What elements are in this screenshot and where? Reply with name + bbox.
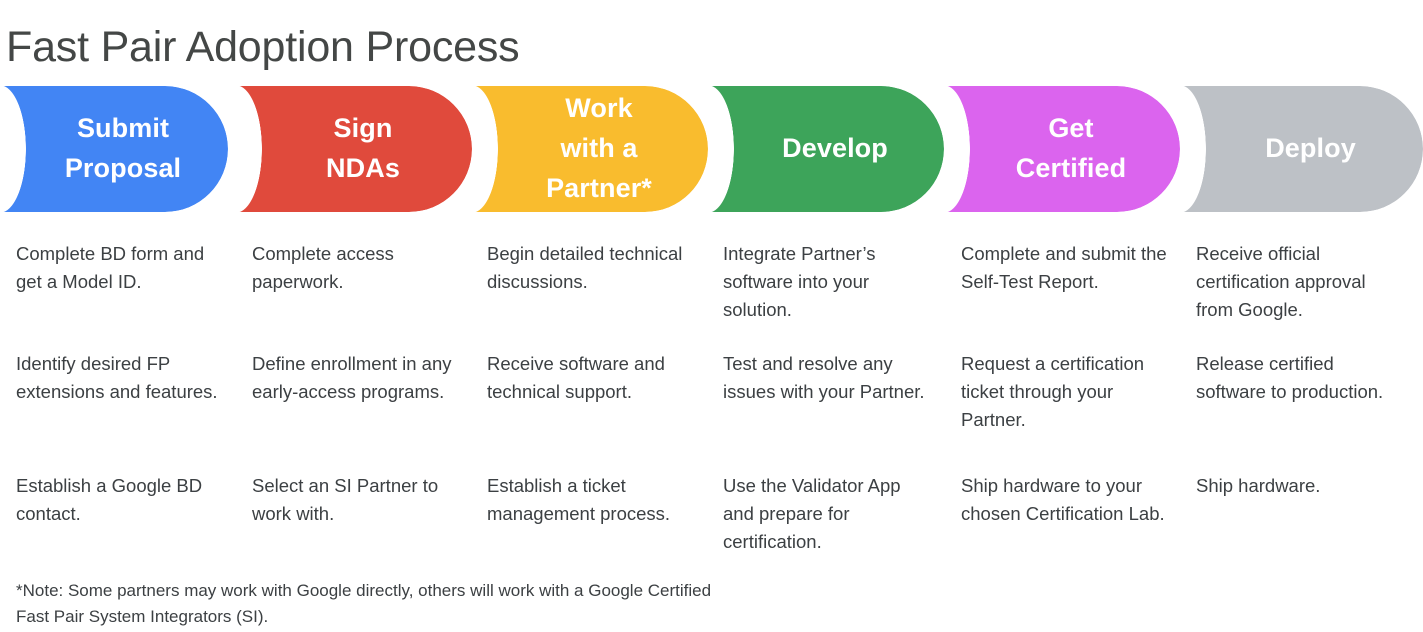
stage-detail-item: Request a certification ticket through y… <box>961 353 1145 431</box>
stage-banner-shape <box>944 86 1180 212</box>
stage-detail-item: Receive software and technical support. <box>487 353 665 403</box>
stage-detail-item: Release certified software to production… <box>1196 353 1384 403</box>
stage-banner-label: Sign NDAs <box>326 113 400 183</box>
stage-banner-shape <box>1180 86 1423 212</box>
stage-banner-shape <box>472 86 708 212</box>
stage-banner-label: Get Certified <box>1015 113 1127 183</box>
stage-banner-shape <box>236 86 472 212</box>
stage-detail-item: Complete access paperwork. <box>252 243 394 293</box>
stage-detail-item: Receive official certification approval … <box>1196 243 1366 321</box>
footnote-note: *Note: Some partners may work with Googl… <box>16 581 712 627</box>
stage-banner-develop[interactable]: Develop <box>708 86 944 212</box>
stage-detail-item: Complete BD form and get a Model ID. <box>16 243 205 293</box>
stage-detail-item: Use the Validator App and prepare for ce… <box>723 475 901 553</box>
stage-detail-item: Test and resolve any issues with your Pa… <box>723 353 925 403</box>
stage-detail-item: Complete and submit the Self-Test Report… <box>961 243 1167 293</box>
stage-detail-item: Ship hardware to your chosen Certificati… <box>961 475 1165 525</box>
stage-detail-item: Identify desired FP extensions and featu… <box>16 353 218 403</box>
stage-banner-submit-proposal[interactable]: Submit Proposal <box>0 86 228 212</box>
stage-banner-label: Develop <box>782 133 888 164</box>
stage-detail-item: Ship hardware. <box>1196 475 1321 496</box>
page-title: Fast Pair Adoption Process <box>6 22 520 71</box>
stage-detail-item: Select an SI Partner to work with. <box>252 475 439 525</box>
stage-banner-work-with-a-partner[interactable]: Work with a Partner* <box>472 86 708 212</box>
stage-banner-label: Work with a Partner* <box>546 93 652 203</box>
stage-banner-shape <box>0 86 228 212</box>
stage-detail-item: Establish a ticket management process. <box>487 475 671 525</box>
stage-detail-item: Define enrollment in any early-access pr… <box>252 353 452 403</box>
stage-banner-label: Submit Proposal <box>64 113 182 183</box>
stage-banner-shape <box>708 86 944 212</box>
stage-banner-label: Deploy <box>1265 133 1356 164</box>
stage-detail-item: Establish a Google BD contact. <box>16 475 203 525</box>
stage-detail-item: Integrate Partner’s software into your s… <box>723 243 876 321</box>
stage-banner-deploy[interactable]: Deploy <box>1180 86 1423 212</box>
stage-banner-sign-ndas[interactable]: Sign NDAs <box>236 86 472 212</box>
process-stage-banners: Submit Proposal Sign NDAs Work with a Pa… <box>0 86 1423 212</box>
stage-detail-item: Begin detailed technical discussions. <box>487 243 683 293</box>
stage-banner-get-certified[interactable]: Get Certified <box>944 86 1180 212</box>
